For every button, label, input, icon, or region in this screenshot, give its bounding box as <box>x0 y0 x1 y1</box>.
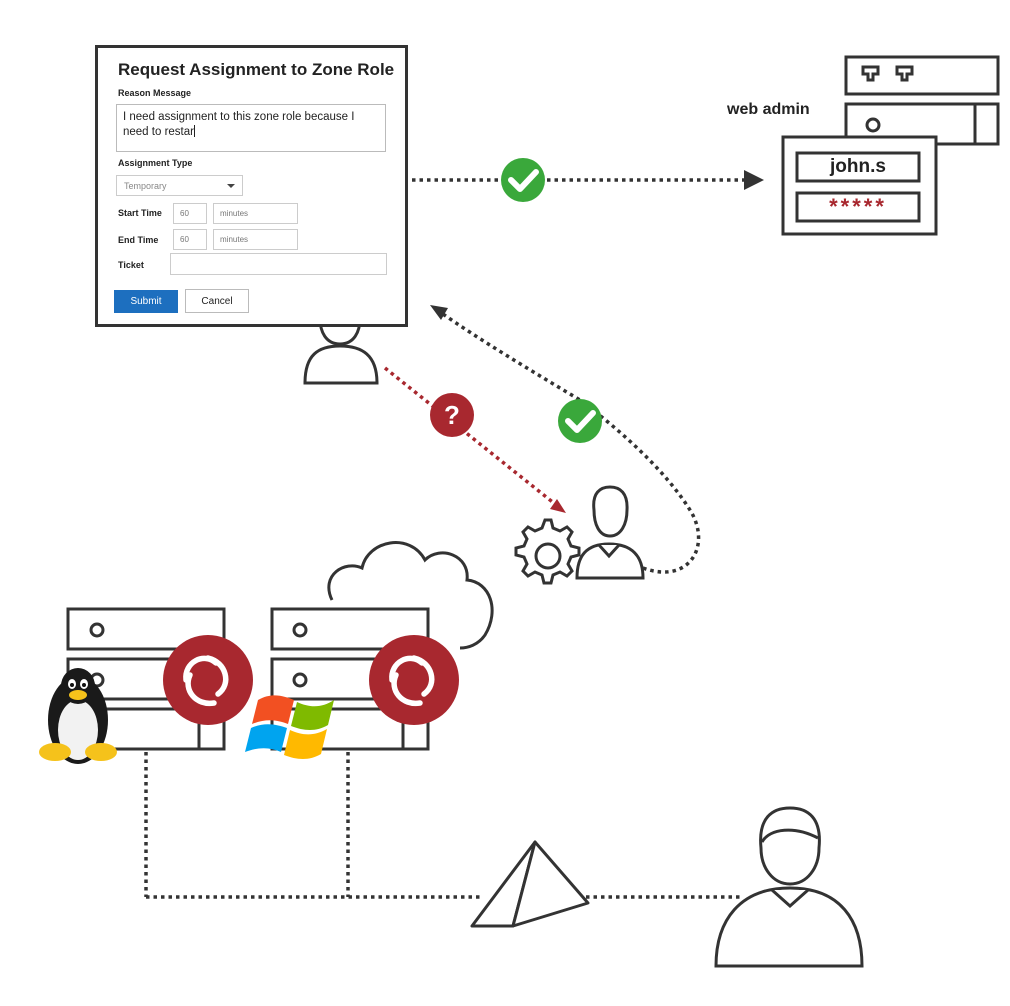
end-time-input[interactable]: 60 <box>173 229 207 250</box>
pyramid-icon <box>470 840 590 928</box>
request-assignment-dialog: Request Assignment to Zone Role Reason M… <box>95 45 408 327</box>
admin-user-icon <box>575 485 645 580</box>
question-circle-icon: ? <box>430 393 474 437</box>
tux-penguin-icon <box>39 668 117 764</box>
username-field: john.s <box>830 156 886 177</box>
end-time-unit[interactable]: minutes <box>213 229 298 250</box>
assignment-type-value: Temporary <box>124 181 167 191</box>
submit-button[interactable]: Submit <box>114 290 178 313</box>
web-admin-server-stack <box>781 55 1000 236</box>
ticket-input[interactable] <box>170 253 387 275</box>
start-time-label: Start Time <box>118 208 162 218</box>
password-field: ***** <box>829 194 887 219</box>
swirl-logo-icon <box>369 635 459 725</box>
check-circle-icon <box>558 399 602 443</box>
reason-message-label: Reason Message <box>118 88 192 98</box>
reason-message-field[interactable]: I need assignment to this zone role beca… <box>116 104 386 152</box>
check-circle-icon <box>501 158 545 202</box>
svg-text:?: ? <box>444 400 460 430</box>
end-user-icon <box>714 806 864 968</box>
chevron-down-icon <box>227 184 235 188</box>
ticket-label: Ticket <box>118 260 144 270</box>
approval-return-path <box>430 305 701 574</box>
network-lines <box>144 752 740 899</box>
request-arrow <box>383 366 566 513</box>
assignment-type-label: Assignment Type <box>118 158 193 168</box>
end-time-label: End Time <box>118 235 159 245</box>
gear-icon <box>514 518 581 585</box>
cancel-button[interactable]: Cancel <box>185 289 249 313</box>
swirl-logo-icon <box>163 635 253 725</box>
start-time-unit[interactable]: minutes <box>213 203 298 224</box>
reason-message-text: I need assignment to this zone role beca… <box>123 111 355 138</box>
text-caret <box>193 125 195 137</box>
start-time-input[interactable]: 60 <box>173 203 207 224</box>
cloud-icon <box>327 541 494 650</box>
web-admin-label: web admin <box>727 101 810 118</box>
dialog-title: Request Assignment to Zone Role <box>118 60 395 79</box>
connector-dialog-to-webadmin <box>412 170 764 190</box>
assignment-type-select[interactable]: Temporary <box>116 175 243 196</box>
windows-logo-icon <box>245 695 334 759</box>
